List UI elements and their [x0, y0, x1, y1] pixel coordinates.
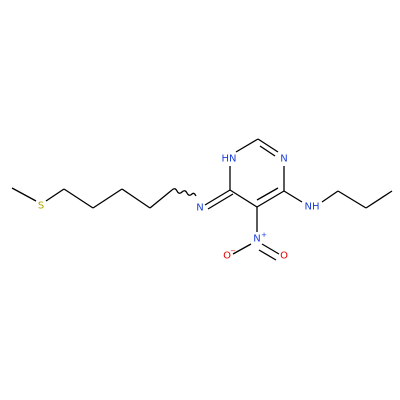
bond-cp2-cp3: [365, 190, 393, 209]
atom-o-left: O: [223, 251, 231, 262]
bond-c5ring-c6: [229, 189, 258, 208]
bond-s-c1: [45, 188, 65, 202]
bond-nh-c2: [235, 138, 259, 153]
bond-nh-cp1: [321, 190, 339, 203]
bond-nnitro-oright-a: [261, 243, 280, 255]
bond-c2-c3: [92, 188, 123, 209]
bond-c3-c4: [121, 188, 151, 209]
atom-n-ring: N: [280, 154, 287, 165]
bond-nnitro-oright-b: [258, 249, 277, 261]
atom-o-right: O: [280, 251, 288, 262]
bond-cp1-cp2: [337, 190, 367, 209]
bond-c4-c5ring-inner: [256, 187, 279, 201]
charge-n-nitro: +: [261, 231, 267, 239]
bond-imine-a: [204, 189, 231, 206]
bond-wavy-c5-n: [171, 188, 197, 197]
atom-n-nitro: N: [253, 234, 260, 245]
charge-o-left: −: [230, 247, 236, 255]
bond-imine-b: [207, 193, 234, 210]
bond-c4-c5: [149, 189, 173, 209]
bond-c2-n3-a: [257, 138, 279, 153]
bond-c2-n3-b: [259, 145, 276, 157]
bond-ch3-s: [11, 187, 37, 202]
bond-nnitro-oleft: [232, 243, 252, 255]
bond-c4-c5ring: [256, 190, 285, 208]
atom-nh-amine: NH: [305, 202, 320, 213]
atom-nh-ring: HN: [222, 154, 237, 165]
bond-c1-c2: [63, 188, 94, 209]
atom-sulfur: S: [38, 201, 44, 212]
bond-c4-nh: [283, 190, 303, 203]
atom-n-imine: N: [196, 203, 203, 214]
